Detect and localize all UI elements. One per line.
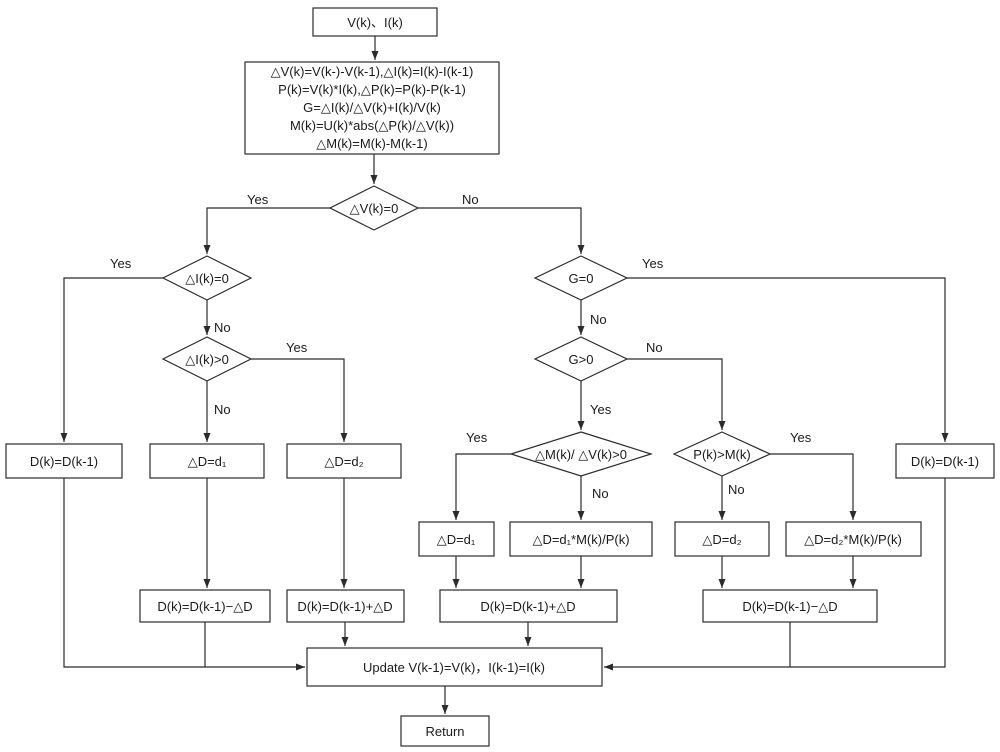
edge-dv-no [418, 207, 585, 254]
box-dd-d2-left-text: △D=d₂ [324, 454, 363, 469]
box-dd-d2-left: △D=d₂ [286, 443, 402, 479]
decision-di-zero: △I(k)=0 [161, 255, 253, 301]
box-dd-d2-mid: △D=d₂ [674, 521, 770, 557]
decision-di-pos-text: △I(k)>0 [185, 352, 229, 367]
calc-line-1: △V(k)=V(k-)-V(k-1),△I(k)=I(k)-I(k-1) [271, 64, 474, 79]
edge-pm-yes [770, 453, 857, 520]
decision-pm-text: P(k)>M(k) [693, 447, 750, 462]
box-plus-left: D(k)=D(k-1)+△D [286, 589, 405, 623]
calc-node: △V(k)=V(k-)-V(k-1),△I(k)=I(k)-I(k-1) P(k… [244, 61, 500, 155]
decision-dm: △M(k)/ △V(k)>0 [508, 431, 654, 477]
label-dm-yes: Yes [466, 430, 488, 445]
label-di-zero-yes: Yes [110, 256, 132, 271]
calc-line-5: △M(k)=M(k)-M(k-1) [316, 136, 427, 151]
label-di-zero-no: No [214, 320, 231, 335]
decision-dm-text: △M(k)/ △V(k)>0 [535, 447, 627, 462]
label-g-pos-no: No [646, 340, 663, 355]
edge-g-pos-no [627, 358, 726, 430]
edge-keep-left-to-update [63, 478, 305, 671]
box-dd-d1-scaled: △D=d₁*M(k)/P(k) [509, 521, 653, 557]
label-dv-yes: Yes [247, 192, 269, 207]
edge-dm-yes [452, 453, 511, 520]
decision-dv: △V(k)=0 [328, 185, 420, 231]
update-node: Update V(k-1)=V(k)，I(k-1)=I(k) [306, 647, 603, 687]
box-dd-d1-scaled-text: △D=d₁*M(k)/P(k) [532, 532, 629, 547]
start-node: V(k)、I(k) [312, 7, 438, 37]
box-d-keep-left-text: D(k)=D(k-1) [30, 454, 98, 469]
box-minus-right-text: D(k)=D(k-1)−△D [742, 599, 837, 614]
calc-line-3: G=△I(k)/△V(k)+I(k)/V(k) [303, 100, 441, 115]
label-pm-no: No [728, 482, 745, 497]
box-d-keep-right: D(k)=D(k-1) [895, 443, 995, 479]
decision-g-pos: G>0 [533, 336, 629, 382]
box-dd-d1-mid: △D=d₁ [418, 521, 495, 557]
decision-di-zero-text: △I(k)=0 [185, 271, 229, 286]
label-g-zero-no: No [590, 312, 607, 327]
decision-pm: P(k)>M(k) [672, 431, 772, 477]
box-plus-left-text: D(k)=D(k-1)+△D [297, 599, 392, 614]
edge-di-pos-yes [251, 358, 348, 442]
box-dd-d2-mid-text: △D=d₂ [702, 532, 741, 547]
label-g-pos-yes: Yes [590, 402, 612, 417]
branch-labels: Yes No Yes No Yes No Yes No No Yes Yes N… [110, 192, 812, 501]
edge-di-zero-yes [60, 277, 163, 442]
box-dd-d2-scaled-text: △D=d₂*M(k)/P(k) [804, 532, 902, 547]
box-minus-right: D(k)=D(k-1)−△D [702, 589, 878, 623]
edge-g-zero-yes [627, 277, 949, 442]
label-di-pos-yes: Yes [286, 340, 308, 355]
return-text: Return [425, 724, 464, 739]
box-dd-d1-left-text: △D=d₁ [188, 454, 227, 469]
box-dd-d1-left: △D=d₁ [149, 443, 265, 479]
box-plus-mid: D(k)=D(k-1)+△D [439, 589, 618, 623]
decision-g-pos-text: G>0 [569, 352, 594, 367]
box-d-keep-left: D(k)=D(k-1) [5, 443, 123, 479]
label-dv-no: No [462, 192, 479, 207]
label-dm-no: No [592, 486, 609, 501]
box-minus-left-text: D(k)=D(k-1)−△D [157, 599, 252, 614]
box-plus-mid-text: D(k)=D(k-1)+△D [480, 599, 575, 614]
connectors [60, 36, 949, 714]
edge-keep-right-to-update [604, 478, 946, 671]
box-dd-d2-scaled: △D=d₂*M(k)/P(k) [785, 521, 922, 557]
return-node: Return [400, 715, 490, 747]
start-text: V(k)、I(k) [347, 15, 403, 30]
calc-line-4: M(k)=U(k)*abs(△P(k)/△V(k)) [290, 118, 454, 133]
box-dd-d1-mid-text: △D=d₁ [437, 532, 476, 547]
decision-g-zero-text: G=0 [569, 271, 594, 286]
decision-g-zero: G=0 [533, 255, 629, 301]
update-text: Update V(k-1)=V(k)，I(k-1)=I(k) [363, 660, 545, 675]
box-d-keep-right-text: D(k)=D(k-1) [911, 454, 979, 469]
box-minus-left: D(k)=D(k-1)−△D [139, 589, 271, 623]
decision-dv-text: △V(k)=0 [350, 201, 399, 216]
decision-di-pos: △I(k)>0 [161, 336, 253, 382]
calc-line-2: P(k)=V(k)*I(k),△P(k)=P(k)-P(k-1) [278, 82, 466, 97]
label-g-zero-yes: Yes [642, 256, 664, 271]
edge-dv-yes [203, 207, 330, 254]
label-di-pos-no: No [214, 402, 231, 417]
label-pm-yes: Yes [790, 430, 812, 445]
